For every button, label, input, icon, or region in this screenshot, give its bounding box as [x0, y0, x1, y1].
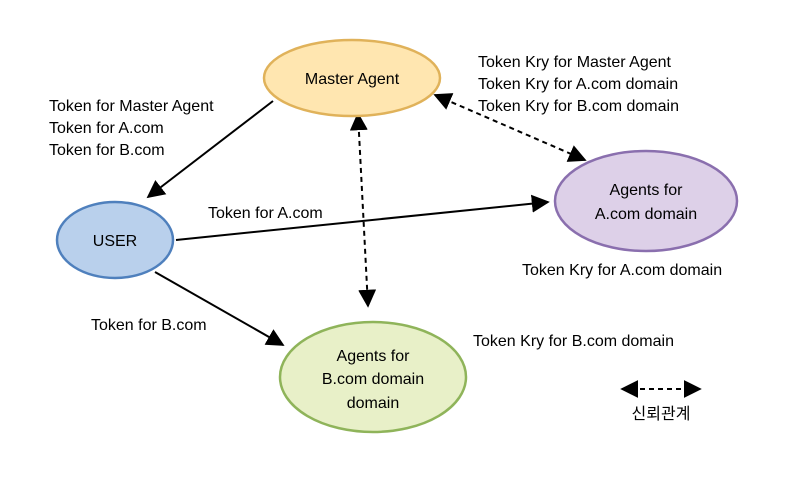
master-key-b: Token Kry for B.com domain	[478, 98, 679, 115]
user-token-a: Token for A.com	[49, 120, 164, 137]
agent-b-label-line3: domain	[347, 395, 399, 412]
agent-a-node: Agents for A.com domain	[553, 149, 739, 253]
agent-b-label-line2: B.com domain	[322, 371, 424, 388]
master-agent-label: Master Agent	[305, 71, 400, 88]
user-label: USER	[93, 233, 137, 250]
agent-b-node: Agents for B.com domain domain	[278, 320, 468, 434]
trust-master-agent-a	[433, 93, 587, 162]
agent-b-key-label: Token Kry for B.com domain	[473, 333, 674, 350]
user-to-b-label: Token for B.com	[91, 317, 207, 334]
user-to-a-label: Token for A.com	[208, 205, 323, 222]
edge-master-to-user	[146, 100, 274, 199]
trust-master-agent-b	[349, 112, 377, 308]
edge-user-to-agent-b	[154, 271, 285, 346]
master-key-master: Token Kry for Master Agent	[478, 54, 672, 71]
user-token-master: Token for Master Agent	[49, 98, 214, 115]
master-key-a: Token Kry for A.com domain	[478, 76, 678, 93]
agent-b-label-line1: Agents for	[337, 348, 411, 365]
master-agent-node: Master Agent	[262, 38, 442, 118]
user-token-b: Token for B.com	[49, 142, 165, 159]
legend-trust-label: 신뢰관계	[632, 405, 691, 423]
user-node: USER	[55, 200, 175, 280]
agent-a-label-line1: Agents for	[610, 182, 684, 199]
agent-a-key-label: Token Kry for A.com domain	[522, 262, 722, 279]
agent-a-label-line2: A.com domain	[595, 206, 697, 223]
